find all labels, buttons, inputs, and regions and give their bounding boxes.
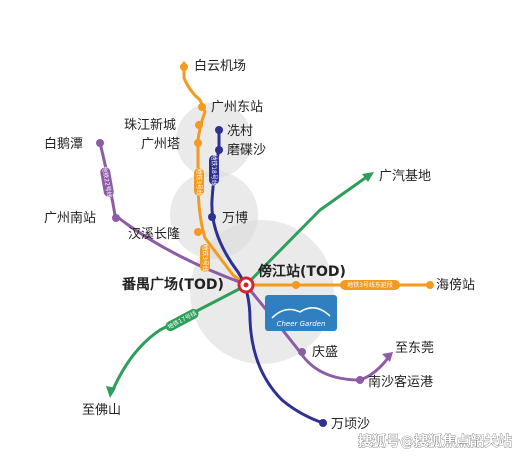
orange-line <box>182 61 432 287</box>
label-haibang: 海傍站 <box>436 277 475 293</box>
station-dot-baietan <box>96 139 104 147</box>
label-baiyun-airport: 白云机场 <box>194 58 246 74</box>
station-dot-canton-tower <box>194 139 202 147</box>
station-dot-xiancun <box>215 126 223 134</box>
station-dot-qingsheng <box>298 348 306 356</box>
label-qingsheng: 庆盛 <box>312 345 338 360</box>
label-guangqi-base: 广汽基地 <box>379 169 431 184</box>
label-wanbo: 万博 <box>222 211 248 226</box>
tag-navy-line: 地铁18号线 <box>210 154 218 186</box>
label-modiesha: 磨碟沙 <box>227 143 266 158</box>
arrow-to-foshan <box>106 386 116 398</box>
arrow-to-guangqi <box>362 172 374 182</box>
station-dot-modiesha <box>215 146 223 154</box>
tag-orange-line: 地铁3号线 <box>195 168 203 196</box>
zone-circle-north <box>176 102 252 178</box>
label-pangjiang: 傍江站(TOD) <box>258 263 346 280</box>
arrow-to-dongguan <box>382 352 393 362</box>
station-dot-guangzhou-east <box>198 103 206 111</box>
label-to-foshan: 至佛山 <box>82 403 121 418</box>
station-dot-pangjiang <box>292 281 300 289</box>
label-to-dongguan: 至东莞 <box>395 341 434 356</box>
label-wanqingsha: 万顷沙 <box>331 417 370 432</box>
label-baietan: 白鹅潭 <box>44 136 83 152</box>
station-dot-baiyun-airport <box>180 63 188 71</box>
project-logo: Cheer Garden <box>265 295 337 331</box>
station-dot-nansha-port <box>356 376 364 384</box>
label-hanxi-changlong: 汉溪长隆 <box>128 227 180 242</box>
line-tags: 地铁3号线 地铁3号线 地铁18号线 地铁22号线 地铁17号线 地铁3号线东延… <box>100 154 400 332</box>
green-line <box>110 174 370 394</box>
label-panyu-square: 番禺广场(TOD) <box>121 276 224 293</box>
label-canton-tower: 广州塔 <box>141 137 180 152</box>
station-labels: 白云机场 广州东站 珠江新城 广州塔 冼村 磨碟沙 白鹅潭 广州南站 汉溪长隆 … <box>44 58 475 432</box>
label-guangzhou-east: 广州东站 <box>211 100 263 115</box>
label-xiancun: 冼村 <box>227 124 253 139</box>
watermark: 搜狐号@搜狐焦点韶关站 <box>358 433 513 451</box>
station-dot-zhujiang-newtown <box>195 121 203 129</box>
station-dot-wanbo <box>208 213 216 221</box>
tag-green-line: 地铁17号线 <box>166 309 198 331</box>
tag-orange-line-2: 地铁3号线 <box>201 244 209 272</box>
label-guangzhou-south: 广州南站 <box>44 210 96 226</box>
station-dot-guangzhou-south <box>112 214 120 222</box>
station-dot-hanxi <box>194 228 202 236</box>
hub-station-core <box>243 282 249 288</box>
watermark-text: 搜狐号@搜狐焦点韶关站 <box>358 433 512 450</box>
station-dot-wanqingsha <box>319 419 327 427</box>
station-dots <box>96 63 434 427</box>
station-dot-haibang <box>426 281 434 289</box>
tag-east-extension: 地铁3号线东延段 <box>347 281 393 289</box>
direction-arrows <box>106 172 393 398</box>
label-nansha-port: 南沙客运港 <box>368 374 433 390</box>
label-zhujiang-newtown: 珠江新城 <box>124 117 176 133</box>
logo-text: Cheer Garden <box>277 320 326 328</box>
